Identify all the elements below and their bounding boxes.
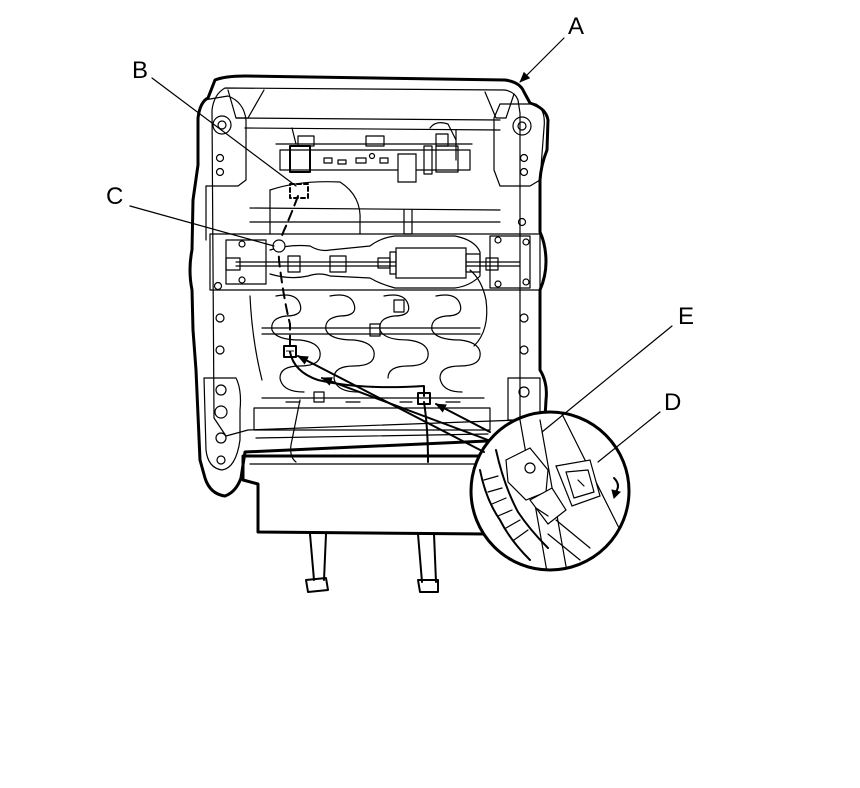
callout-d: D bbox=[664, 389, 681, 416]
callout-c: C bbox=[106, 183, 123, 210]
detail-inset bbox=[469, 410, 631, 572]
callout-leaders bbox=[129, 37, 673, 463]
seat-front-pan bbox=[241, 454, 488, 593]
detail-pointer-arrows bbox=[297, 355, 491, 453]
callout-labels: A B C D E bbox=[106, 13, 694, 416]
callout-a: A bbox=[568, 13, 584, 40]
callout-b: B bbox=[132, 57, 148, 84]
callout-e: E bbox=[678, 303, 694, 330]
